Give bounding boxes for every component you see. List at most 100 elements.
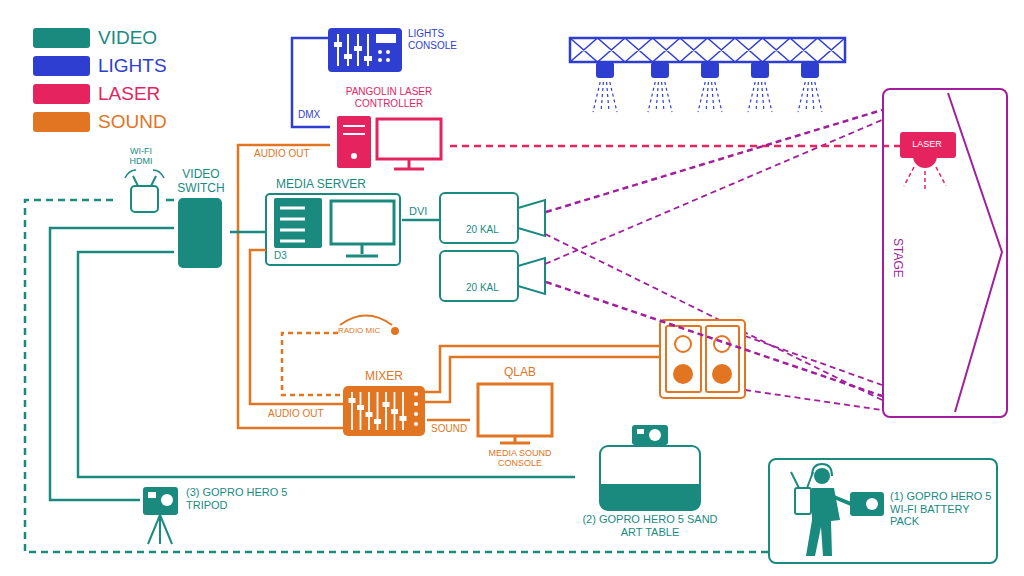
connector (250, 250, 343, 404)
laser-controller-icon (394, 168, 424, 171)
lighting-truss (596, 62, 614, 78)
lighting-truss (801, 62, 819, 78)
gopro-sand-table: (2) GOPRO HERO 5 SAND ART TABLE (575, 423, 727, 545)
node-label: MIXER (343, 370, 425, 384)
mixer-icon (357, 405, 364, 410)
sand-table-icon (632, 425, 668, 445)
speakers-icon (660, 320, 745, 398)
node-label: (2) GOPRO HERO 5 SAND ART TABLE (575, 513, 725, 538)
wifi-hdmi-icon (125, 170, 164, 212)
node-label: VIDEO SWITCH (174, 168, 228, 196)
laser-controller-icon (377, 119, 441, 159)
lighting-truss (748, 82, 755, 112)
connector-label: DMX (296, 109, 322, 120)
media-server-icon (346, 255, 378, 258)
mixer: MIXER (343, 370, 427, 436)
legend-row: LIGHTS (33, 55, 167, 77)
node-sublabel: D3 (274, 250, 304, 262)
gopro-tripod-icon (161, 494, 173, 506)
gopro-tripod-icon (159, 515, 161, 544)
gopro-battery-pack: (1) GOPRO HERO 5 WI-FI BATTERY PACK (768, 458, 998, 564)
radio-mic: RADIO MIC (338, 326, 396, 340)
person-icon (791, 472, 799, 488)
connector-label: DVI (407, 205, 429, 217)
projector-icon (440, 193, 518, 243)
node-label: WI-FI HDMI (118, 146, 164, 167)
connector (78, 252, 575, 477)
sand-table-icon (600, 446, 700, 510)
person-icon (812, 464, 832, 476)
lighting-truss (570, 38, 845, 62)
lighting-truss (593, 82, 600, 112)
qlab-console: QLABMEDIA SOUND CONSOLE (470, 366, 572, 472)
laser: LASER (900, 132, 956, 158)
projector-icon (518, 200, 545, 236)
wifi-hdmi-icon (125, 170, 136, 178)
lighting-truss (712, 82, 714, 112)
connector (402, 219, 440, 222)
laser-controller-icon (343, 133, 365, 135)
sand-table-icon (649, 429, 661, 441)
media-server-icon (280, 218, 305, 221)
lighting-truss (765, 82, 772, 112)
node-label: QLAB (470, 366, 570, 380)
radio-mic-icon (392, 328, 398, 334)
gopro-tripod-icon (143, 487, 178, 515)
connector (25, 200, 768, 552)
node-label: (3) GOPRO HERO 5 TRIPOD (186, 486, 318, 511)
lighting-truss (751, 62, 769, 78)
lighting-truss (762, 82, 764, 112)
node-label: 20 KAL (466, 282, 526, 294)
node-label: RADIO MIC (338, 326, 394, 335)
gopro-tripod: (3) GOPRO HERO 5 TRIPOD (140, 484, 320, 546)
speakers-icon (666, 326, 701, 392)
person-icon (850, 492, 884, 516)
media-server-icon (274, 198, 322, 248)
node-label: MEDIA SERVER (276, 178, 400, 192)
mixer-icon (343, 386, 425, 436)
media-server-icon (280, 240, 305, 243)
mixer-icon (377, 392, 379, 430)
video-switch-icon (178, 198, 222, 268)
stage-screen (948, 93, 1002, 412)
media-server-icon (266, 194, 400, 265)
legend-swatch (33, 112, 90, 132)
laser-beam-icon (904, 156, 946, 192)
connector (427, 419, 470, 422)
connector (230, 231, 266, 234)
qlab-monitor-icon (500, 442, 530, 445)
video-switch: VIDEO SWITCH (174, 168, 230, 270)
connector-label: AUDIO OUT (266, 408, 326, 419)
media-server-icon (280, 229, 305, 232)
speakers-icon (712, 364, 732, 384)
projection-rays (545, 120, 882, 264)
lighting-truss (798, 82, 805, 112)
laser-beam-icon (936, 167, 946, 186)
lights-console-icon (364, 56, 372, 61)
gopro-tripod-icon (148, 492, 156, 498)
lighting-truss (698, 82, 705, 112)
connector (450, 145, 900, 148)
laser-controller: PANGOLIN LASER CONTROLLER (330, 86, 450, 170)
sand-table-icon (600, 425, 700, 510)
wifi-hdmi-icon (151, 176, 156, 186)
qlab-monitor-icon (478, 384, 552, 436)
lights-console: LIGHTS CONSOLE (328, 26, 476, 74)
wifi-hdmi-icon (133, 176, 138, 186)
lights-console-icon (378, 50, 382, 54)
projector: 20 KAL (440, 250, 546, 302)
connector (282, 333, 343, 395)
lighting-truss (715, 82, 722, 112)
connector-label: AUDIO OUT (252, 148, 312, 159)
person-icon (814, 468, 830, 484)
lighting-truss (756, 82, 758, 112)
speakers-icon (675, 336, 691, 352)
media-server-icon (280, 207, 305, 210)
projector-icon (440, 251, 518, 301)
wifi-hdmi-icon (131, 186, 158, 212)
mixer-icon (385, 392, 387, 430)
gopro-tripod-icon (160, 515, 172, 544)
laser-controller-icon (408, 160, 411, 168)
mixer-icon (374, 419, 381, 424)
